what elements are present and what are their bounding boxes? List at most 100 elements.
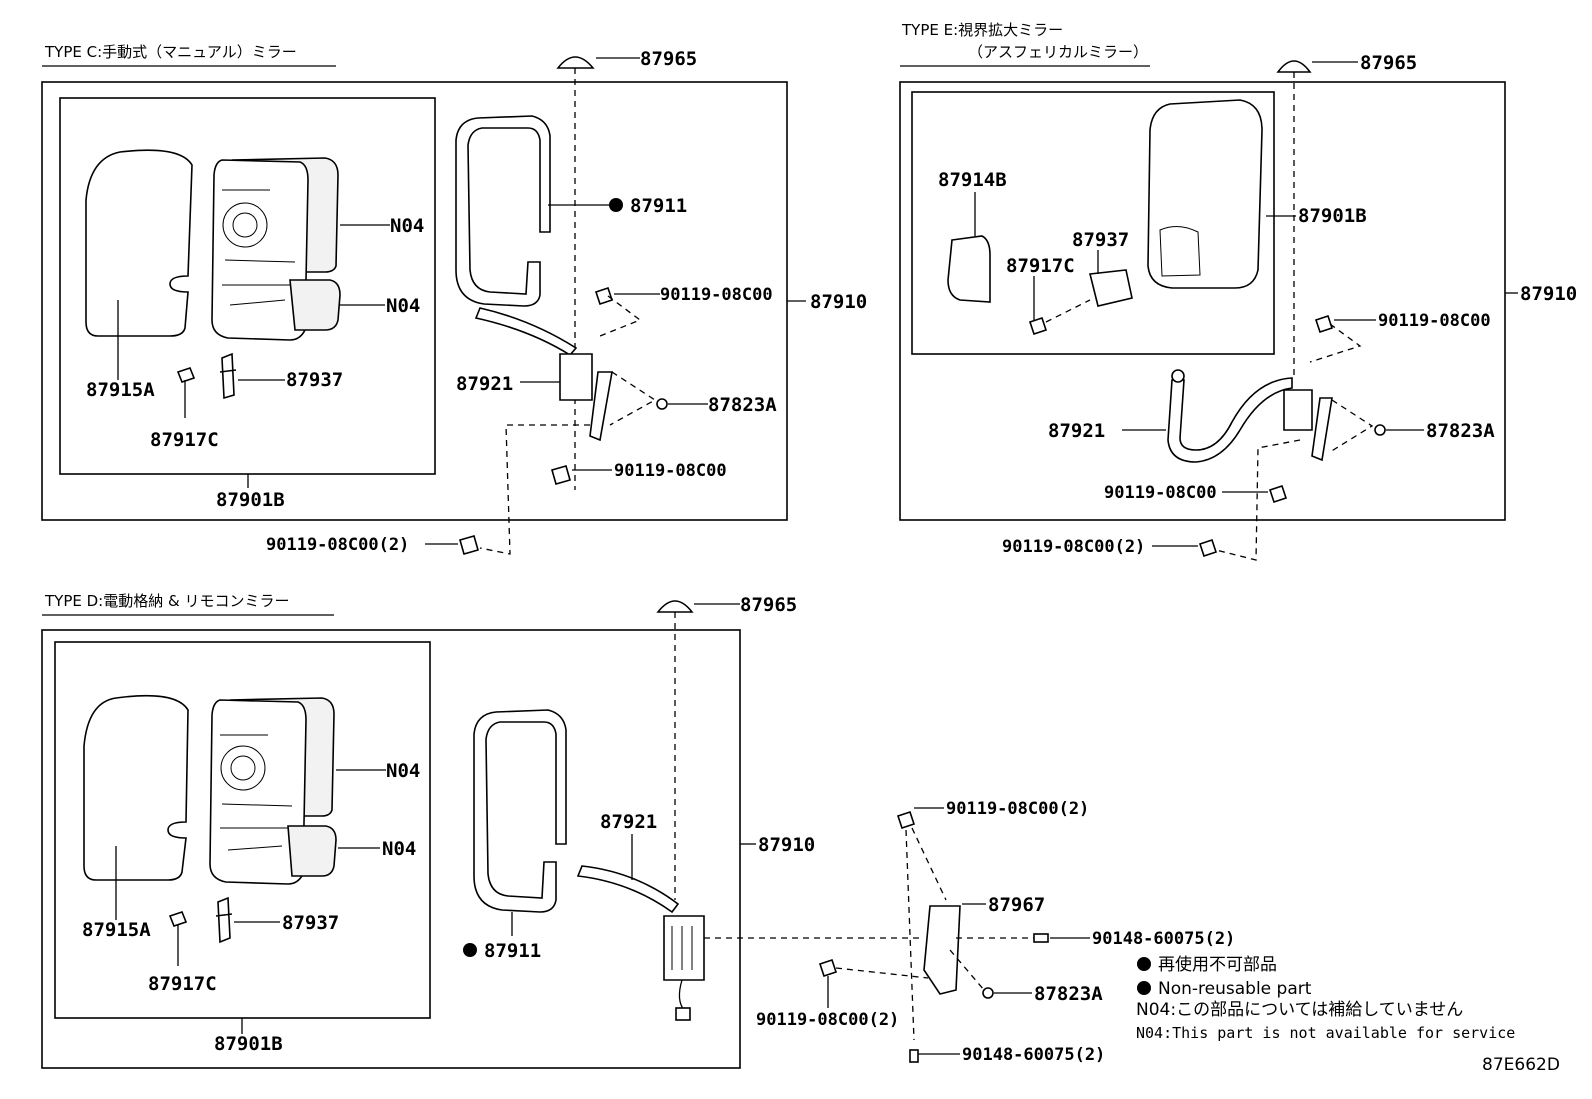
label-c-90119-c: 90119-08C00(2) [266, 535, 409, 555]
hinge-bracket-c [589, 371, 613, 442]
label-d-90148-a: 90148-60075(2) [1092, 929, 1235, 949]
label-d-87915a: 87915A [82, 919, 151, 941]
label-c-n04-b: N04 [386, 295, 420, 317]
legend: 再使用不可部品 Non-reusable part N04:この部品については補… [1136, 954, 1515, 1042]
actuator-gear-hub-d [230, 755, 256, 781]
dash-e-screw [1045, 299, 1091, 323]
section-type-e: TYPE E:視界拡大ミラー （アスフェリカルミラー） [899, 21, 1577, 561]
actuator-ribs [222, 189, 296, 306]
bracket-87937 [219, 352, 237, 400]
section-type-d: TYPE D:電動格納 & リモコンミラー [41, 592, 1235, 1069]
screw-90148-d-a [1033, 933, 1049, 943]
dash-e-3 [1215, 439, 1301, 561]
mirror-body-n04-lower [289, 279, 341, 331]
dash-d-5 [949, 949, 985, 991]
bolt-90119-e-c [1198, 538, 1218, 558]
label-e-87937: 87937 [1072, 229, 1129, 251]
nonreusable-dot-d-87911 [463, 943, 477, 957]
label-d-87937: 87937 [282, 912, 339, 934]
bolt-90119-c-b [551, 465, 571, 485]
visor-frame-87911-d [473, 709, 567, 913]
bracket-87937-d [215, 896, 233, 944]
label-d-90119-b: 90119-08C00(2) [756, 1010, 899, 1030]
legend-nonreusable-jp: 再使用不可部品 [1158, 954, 1277, 975]
screw-90148-d-b [909, 1049, 919, 1063]
label-e-87823a: 87823A [1426, 420, 1495, 442]
bracket-87967 [923, 905, 961, 995]
arm-knob-e [1171, 369, 1185, 383]
mirror-glass-87915a-d [83, 694, 189, 881]
type-d-outer-box [41, 629, 741, 1069]
mirror-assembly-87901b-e [1147, 99, 1263, 289]
nonreusable-dot-c-87911 [609, 198, 623, 212]
arm-87921-e [1167, 377, 1293, 463]
label-e-87914b: 87914B [938, 169, 1007, 191]
actuator-ribs-d [220, 734, 293, 851]
label-e-90119-b: 90119-08C00 [1104, 483, 1217, 503]
label-d-n04-a: N04 [386, 760, 420, 782]
label-e-87901b: 87901B [1298, 205, 1367, 227]
bolt-90119-c-c [459, 535, 479, 555]
dash-d-3 [835, 967, 929, 979]
mirror-glass-87915a [85, 149, 193, 337]
cover-87914b [947, 235, 991, 303]
visor-frame-87911 [455, 115, 551, 307]
screw-87917c-d [168, 911, 188, 927]
label-c-n04-a: N04 [390, 215, 424, 237]
legend-n04-jp: N04:この部品については補給していません [1136, 1000, 1463, 1020]
cap-87965-d [656, 600, 694, 613]
label-d-n04-b: N04 [382, 838, 416, 860]
label-d-87967: 87967 [988, 894, 1045, 916]
type-e-title-line1: TYPE E:視界拡大ミラー [901, 21, 1063, 39]
motor-87921-d [663, 915, 705, 981]
dash-c-3 [479, 424, 590, 555]
type-e-outer-box [899, 81, 1506, 521]
label-d-87901b: 87901B [214, 1033, 283, 1055]
block-87937-e [1089, 269, 1133, 307]
legend-dot-jp [1137, 957, 1151, 971]
label-d-87911: 87911 [484, 940, 541, 962]
dash-c-1 [599, 295, 642, 337]
type-d-title: TYPE D:電動格納 & リモコンミラー [44, 592, 289, 610]
mirror-actuator-e [1159, 226, 1201, 277]
bolt-90119-d-b [818, 958, 838, 978]
mirror-body-n04-upper [231, 157, 339, 273]
label-e-87921: 87921 [1048, 420, 1105, 442]
dash-d-2 [905, 829, 915, 1041]
bolt-90119-e-a [1314, 314, 1334, 334]
motor-ribs-d [671, 926, 693, 970]
type-c-title: TYPE C:手動式（マニュアル）ミラー [44, 43, 297, 61]
label-c-90119-b: 90119-08C00 [614, 461, 727, 481]
label-e-90119-a: 90119-08C00 [1378, 311, 1491, 331]
cap-87965-e [1276, 60, 1312, 73]
legend-dot-en [1137, 981, 1151, 995]
label-d-87965: 87965 [740, 594, 797, 616]
label-c-90119-a: 90119-08C00 [660, 285, 773, 305]
bolt-90119-e-b [1268, 484, 1288, 504]
label-c-87915a: 87915A [86, 379, 155, 401]
actuator-gear-d [220, 745, 266, 791]
label-e-87965: 87965 [1360, 52, 1417, 74]
type-e-title-line2: （アスフェリカルミラー） [968, 43, 1148, 61]
mirror-body-n04-lower-d [287, 825, 337, 877]
label-d-87910: 87910 [758, 834, 815, 856]
label-c-87823a: 87823A [708, 394, 777, 416]
hinge-bracket-e [1311, 397, 1333, 462]
label-c-87937: 87937 [286, 369, 343, 391]
mirror-actuator-housing-d [209, 699, 307, 885]
legend-n04-en: N04:This part is not available for servi… [1136, 1024, 1515, 1042]
diagram-code: 87E662D [1482, 1055, 1560, 1075]
dash-e-2 [1329, 399, 1374, 453]
motor-wire-d [678, 979, 685, 1011]
label-c-87910: 87910 [810, 291, 867, 313]
label-d-90119-a: 90119-08C00(2) [946, 799, 1089, 819]
label-c-87901b: 87901B [216, 489, 285, 511]
motor-connector-d [675, 1007, 691, 1021]
section-type-c: TYPE C:手動式（マニュアル）ミラー [41, 43, 867, 555]
mirror-body-n04-upper-d [229, 697, 335, 817]
washer-87823a-e [1374, 424, 1386, 436]
hinge-87921-c [559, 353, 593, 401]
actuator-gear-hub [232, 212, 258, 238]
label-d-87823a: 87823A [1034, 983, 1103, 1005]
